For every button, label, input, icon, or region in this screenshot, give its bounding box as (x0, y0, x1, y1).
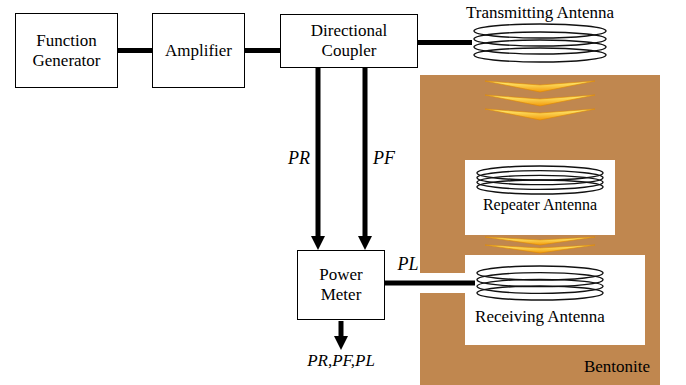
antenna-coil-drawing (472, 23, 608, 63)
output-label: PR,PF,PL (307, 352, 375, 371)
bentonite-block: Bentonite Repeater AntennaReceiving Anten… (420, 75, 660, 385)
process-box: Amplifier (152, 13, 245, 88)
antenna-label: Transmitting Antenna (466, 3, 614, 23)
box-label: Directional Coupler (299, 21, 399, 60)
output-arrowhead (334, 336, 348, 350)
signal-label: PR (288, 149, 310, 169)
antenna-coil-drawing (475, 165, 605, 195)
signal-label: PL (397, 255, 418, 275)
output-arrow (334, 321, 348, 350)
coil-turn (474, 48, 606, 62)
signal-line (118, 48, 152, 53)
process-box: Function Generator (15, 13, 118, 88)
antenna-coil-drawing (475, 265, 605, 301)
signal-line (385, 281, 475, 286)
output-line (339, 321, 344, 337)
box-label: Function Generator (22, 31, 111, 70)
box-label: Power Meter (304, 265, 378, 304)
antenna-coil: Transmitting Antenna (472, 3, 608, 63)
box-label: Amplifier (165, 41, 232, 61)
coil-turn (477, 180, 603, 194)
antenna-coil: Repeater Antenna (475, 165, 605, 214)
material-label: Bentonite (584, 357, 650, 377)
coil-turn (474, 32, 606, 46)
coil-turn (477, 286, 603, 300)
signal-line (316, 68, 321, 236)
signal-line (418, 40, 472, 45)
process-box: Directional Coupler (280, 14, 418, 68)
signal-line (245, 48, 280, 53)
process-box: Power Meter (297, 250, 385, 320)
signal-label: PF (373, 149, 395, 169)
signal-line (363, 68, 368, 236)
antenna-label: Repeater Antenna (483, 196, 597, 214)
bentonite-fill (420, 75, 660, 385)
antenna-label: Receiving Antenna (475, 307, 605, 327)
coil-turn (474, 24, 606, 38)
antenna-coil: Receiving Antenna (475, 265, 605, 327)
coil-turn (474, 40, 606, 54)
bentonite-shape (420, 75, 660, 385)
